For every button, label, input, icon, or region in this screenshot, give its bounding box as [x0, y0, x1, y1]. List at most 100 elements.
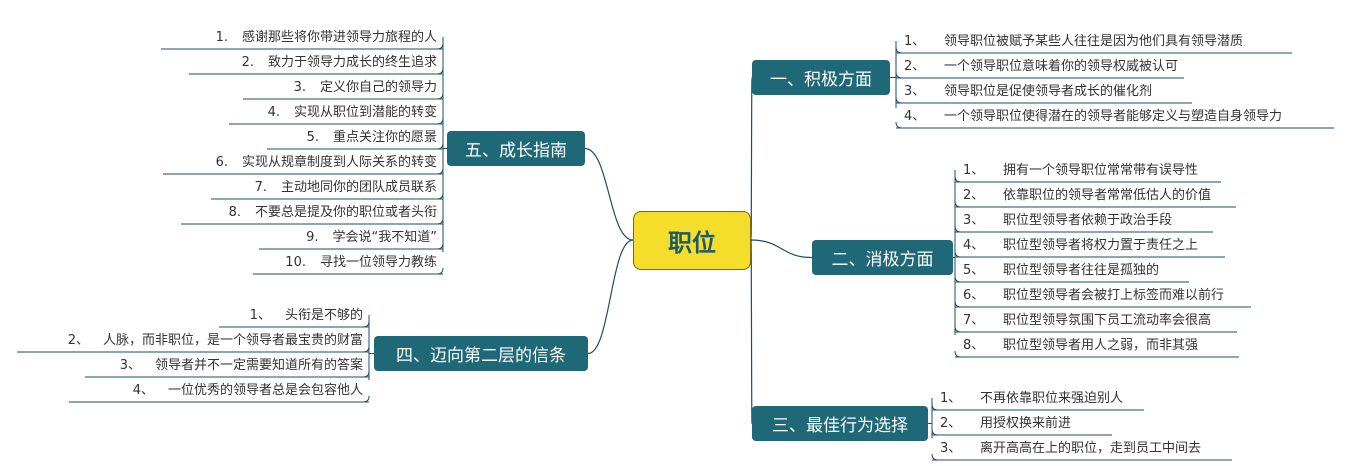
connector-path [954, 350, 962, 358]
leaf-text: 用授权换来前进 [980, 416, 1072, 431]
leaf-item[interactable]: 2、 一个领导职位意味着你的领导权威被认可 [904, 56, 1192, 79]
leaf-item[interactable]: 2、 用授权换来前进 [940, 413, 1120, 436]
leaf-item[interactable]: 2、人脉，而非职位，是一个领导者最宝贵的财富 [17, 330, 369, 353]
leaf-item[interactable]: 4. 实现从职位到潜能的转变 [229, 102, 443, 125]
leaf-text: 领导职位是促使领导者成长的催化剂 [944, 84, 1153, 99]
branch-growth-guide[interactable]: 五、成长指南 [447, 131, 585, 166]
leaf-item[interactable]: 3、领导者并不一定需要知道所有的答案 [85, 355, 369, 378]
connector-path [436, 92, 444, 100]
connector-path [436, 242, 444, 250]
connector-path [587, 239, 634, 355]
leaf-text: 实现从规章制度到人际关系的转变 [241, 155, 437, 170]
leaf-number: 2. [241, 55, 254, 70]
leaf-item[interactable]: 5、职位型领导者往往是孤独的 [963, 260, 1197, 283]
leaf-number: 7. [254, 180, 267, 195]
leaf-number: 2、 [963, 188, 985, 203]
connector-path [895, 46, 903, 54]
leaf-text: 依靠职位的领导者常常低估人的价值 [1003, 188, 1212, 203]
leaf-text: 不再依靠职位来强迫别人 [980, 391, 1124, 406]
leaf-number: 3、 [940, 441, 962, 456]
connector-path [436, 142, 444, 150]
leaf-text: 人脉，而非职位，是一个领导者最宝贵的财富 [102, 333, 363, 348]
leaf-number: 2、 [904, 59, 926, 74]
leaf-text: 一个领导职位意味着你的领导权威被认可 [944, 59, 1179, 74]
connector-path [436, 117, 444, 125]
leaf-number: 1. [215, 30, 228, 45]
leaf-item[interactable]: 8、职位型领导者用人之弱，而非其强 [963, 335, 1247, 358]
branch-best-behaviors[interactable]: 三、最佳行为选择 [752, 406, 928, 441]
connector-path [436, 267, 444, 275]
leaf-item[interactable]: 1、 拥有一个领导职位常常带有误导性 [963, 160, 1229, 183]
leaf-text: 职位型领导者依赖于政治手段 [1003, 213, 1173, 228]
leaf-number: 10. [285, 255, 306, 270]
leaf-item[interactable]: 3、 职位型领导者依赖于政治手段 [963, 210, 1221, 233]
connector-path [954, 300, 962, 308]
leaf-number: 1、 [249, 308, 271, 323]
connector-path [954, 325, 962, 333]
leaf-text: 一个领导职位使得潜在的领导者能够定义与塑造自身领导力 [944, 109, 1283, 124]
leaf-number: 1、 [963, 163, 985, 178]
leaf-text: 领导者并不一定需要知道所有的答案 [154, 358, 363, 373]
leaf-item[interactable]: 1. 感谢那些将你带进领导力旅程的人 [161, 27, 443, 50]
connector-path [436, 192, 444, 200]
branch-negative[interactable]: 二、消极方面 [812, 240, 953, 275]
connector-path [584, 147, 634, 241]
leaf-text: 不要总是提及你的职位或者头衔 [254, 205, 437, 220]
leaf-item[interactable]: 1、 不再依靠职位来强迫别人 [940, 388, 1152, 411]
connector-path [931, 403, 939, 411]
leaf-text: 感谢那些将你带进领导力旅程的人 [241, 30, 437, 45]
leaf-text: 拥有一个领导职位常常带有误导性 [1003, 163, 1199, 178]
leaf-item[interactable]: 4、职位型领导者将权力置于责任之上 [963, 235, 1233, 258]
central-topic[interactable]: 职位 [633, 211, 751, 270]
leaf-item[interactable]: 3、领导职位是促使领导者成长的催化剂 [904, 81, 1200, 104]
leaf-item[interactable]: 9.学会说“我不知道” [259, 227, 443, 250]
connector-path [954, 175, 962, 183]
leaf-text: 寻找一位领导力教练 [319, 255, 437, 270]
connector-path [895, 96, 903, 104]
leaf-item[interactable]: 2、 依靠职位的领导者常常低估人的价值 [963, 185, 1244, 208]
connector-path [954, 250, 962, 258]
leaf-number: 3. [293, 80, 306, 95]
connector-path [436, 167, 444, 175]
leaf-text: 一位优秀的领导者总是会包容他人 [167, 383, 363, 398]
leaf-item[interactable]: 1、头衔是不够的 [219, 305, 369, 328]
leaf-number: 1、 [940, 391, 962, 406]
leaf-item[interactable]: 7、职位型领导氛围下员工流动率会很高 [963, 310, 1245, 333]
leaf-item[interactable]: 2.致力于领导力成长的终生追求 [189, 52, 443, 75]
connector-path [931, 428, 939, 436]
branch-second-level-creed[interactable]: 四、迈向第二层的信条 [374, 336, 588, 371]
connector-path [750, 76, 753, 241]
connector-path [362, 395, 370, 403]
connector-path [436, 67, 444, 75]
leaf-item[interactable]: 4、一位优秀的领导者总是会包容他人 [69, 380, 369, 403]
branch-positive[interactable]: 一、积极方面 [752, 60, 890, 95]
leaf-number: 2、 [940, 416, 962, 431]
leaf-item[interactable]: 10. 寻找一位领导力教练 [253, 252, 443, 275]
leaf-number: 4. [267, 105, 280, 120]
leaf-item[interactable]: 6、职位型领导者会被打上标签而难以前行 [963, 285, 1259, 308]
connector-path [436, 217, 444, 225]
leaf-text: 学会说“我不知道” [332, 230, 437, 245]
leaf-item[interactable]: 8.不要总是提及你的职位或者头衔 [181, 202, 443, 225]
connector-path [750, 239, 813, 259]
connector-path [362, 345, 370, 353]
connector-path [362, 320, 370, 328]
leaf-text: 职位型领导氛围下员工流动率会很高 [1003, 313, 1212, 328]
leaf-number: 1、 [904, 34, 926, 49]
leaf-number: 3、 [963, 213, 985, 228]
leaf-item[interactable]: 3、离开高高在上的职位，走到员工中间去 [940, 438, 1240, 461]
connector-path [954, 225, 962, 233]
leaf-item[interactable]: 1、领导职位被赋予某些人往往是因为他们具有领导潜质 [904, 31, 1300, 54]
leaf-number: 4、 [963, 238, 985, 253]
leaf-text: 实现从职位到潜能的转变 [293, 105, 437, 120]
leaf-number: 2、 [67, 333, 89, 348]
leaf-text: 定义你自己的领导力 [319, 80, 437, 95]
leaf-item[interactable]: 7.主动地同你的团队成员联系 [211, 177, 443, 200]
leaf-item[interactable]: 3. 定义你自己的领导力 [243, 77, 443, 100]
leaf-item[interactable]: 5.重点关注你的愿景 [267, 127, 443, 150]
connector-path [750, 239, 753, 425]
leaf-text: 职位型领导者会被打上标签而难以前行 [1003, 288, 1225, 303]
leaf-item[interactable]: 4、一个领导职位使得潜在的领导者能够定义与塑造自身领导力 [904, 106, 1342, 129]
leaf-item[interactable]: 6.实现从规章制度到人际关系的转变 [163, 152, 443, 175]
